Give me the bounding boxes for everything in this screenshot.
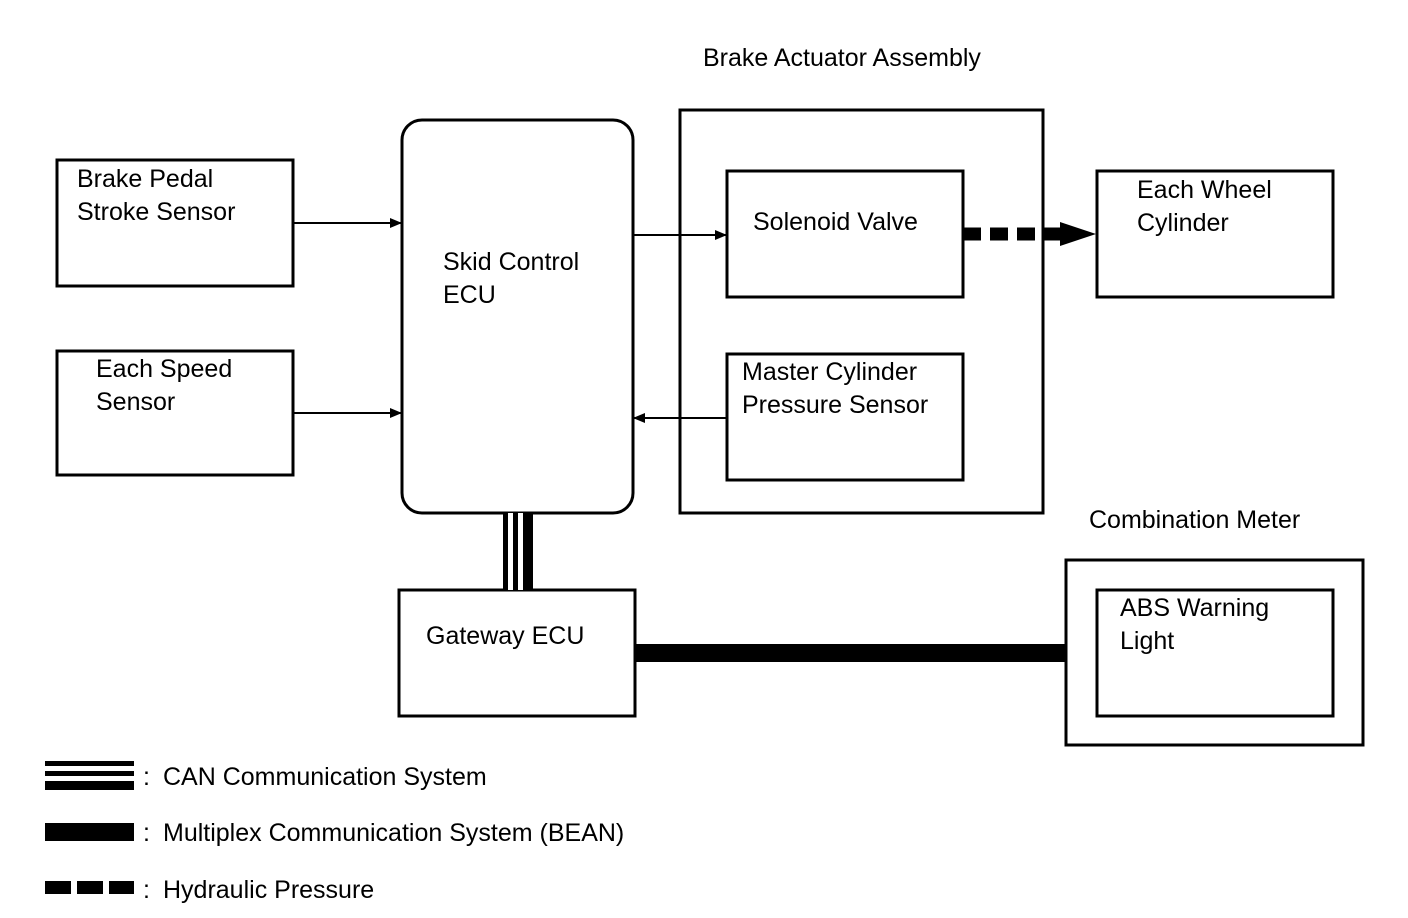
each-wheel-cylinder-block: Each Wheel Cylinder	[1095, 169, 1335, 299]
brake-actuator-assembly-label: Brake Actuator Assembly	[703, 44, 981, 72]
master-cylinder-pressure-sensor-label-line2: Pressure Sensor	[742, 391, 928, 419]
master-cylinder-pressure-sensor-label-line1: Master Cylinder	[742, 358, 917, 386]
each-wheel-cylinder-label-line2: Cylinder	[1137, 209, 1229, 237]
abs-warning-light-label-line2: Light	[1120, 627, 1174, 655]
each-wheel-cylinder-label-line1: Each Wheel	[1137, 176, 1272, 204]
legend-bean: : Multiplex Communication System (BEAN)	[45, 819, 624, 847]
brake-pedal-stroke-sensor-label-line1: Brake Pedal	[77, 165, 213, 193]
legend-hydraulic-symbol	[45, 881, 134, 894]
skid-control-ecu-block: Skid Control ECU	[400, 118, 635, 515]
legend-hydraulic: : Hydraulic Pressure	[45, 876, 374, 904]
legend-can-label: CAN Communication System	[163, 763, 487, 791]
master-cylinder-pressure-sensor-block: Master Cylinder Pressure Sensor	[725, 352, 965, 482]
abs-warning-light-label-line1: ABS Warning	[1120, 594, 1269, 622]
brake-pedal-stroke-sensor-block: Brake Pedal Stroke Sensor	[55, 158, 295, 288]
gateway-ecu-label: Gateway ECU	[426, 622, 584, 650]
legend-hydraulic-label: Hydraulic Pressure	[163, 876, 374, 904]
legend-can: : CAN Communication System	[45, 761, 487, 791]
hydraulic-pressure-line	[963, 222, 1096, 246]
legend-can-symbol	[45, 761, 134, 790]
legend-bean-label: Multiplex Communication System (BEAN)	[163, 819, 624, 847]
legend-hydraulic-separator: :	[143, 876, 150, 904]
hydraulic-arrowhead	[1060, 222, 1096, 246]
combination-meter-label: Combination Meter	[1089, 506, 1300, 534]
bean-link-gateway-to-meter	[635, 644, 1066, 662]
skid-control-ecu-label-line2: ECU	[443, 281, 496, 309]
skid-control-ecu-label-line1: Skid Control	[443, 248, 579, 276]
legend-bean-symbol	[45, 823, 134, 841]
can-link-skid-to-gateway	[503, 513, 533, 590]
each-speed-sensor-label-line1: Each Speed	[96, 355, 232, 383]
each-speed-sensor-label-line2: Sensor	[96, 388, 175, 416]
solenoid-valve-label: Solenoid Valve	[753, 208, 918, 236]
each-speed-sensor-block: Each Speed Sensor	[55, 349, 295, 477]
legend-can-separator: :	[143, 763, 150, 791]
legend-bean-separator: :	[143, 819, 150, 847]
solenoid-valve-block: Solenoid Valve	[725, 169, 965, 299]
abs-warning-light-block: ABS Warning Light	[1095, 588, 1335, 718]
gateway-ecu-block: Gateway ECU	[397, 588, 637, 718]
brake-pedal-stroke-sensor-label-line2: Stroke Sensor	[77, 198, 235, 226]
